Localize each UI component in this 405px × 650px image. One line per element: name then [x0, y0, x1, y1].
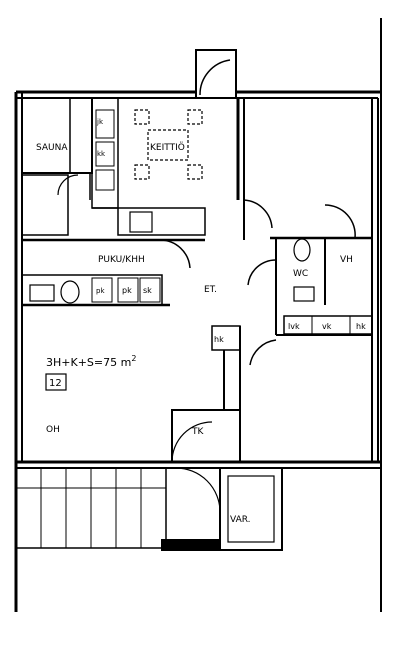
fixture-label-hk: hk	[356, 322, 366, 331]
wc-sink	[293, 286, 315, 302]
wc-toilet	[293, 238, 311, 262]
dining-table	[134, 109, 203, 180]
storage-room	[219, 467, 283, 551]
fixture-label-vk: vk	[322, 322, 332, 331]
fixture-label-sk: sk	[143, 286, 152, 295]
area-total-sup: 2	[131, 354, 136, 363]
fixture-label-pk: pk	[122, 286, 132, 295]
room-label-puku-khh: PUKU/KHH	[98, 255, 145, 265]
room-label-oh: OH	[46, 425, 60, 435]
room-label-sauna: SAUNA	[36, 143, 68, 153]
fixture-label-jk: jk	[96, 118, 104, 126]
room-label-tk: TK	[191, 427, 204, 437]
unit-number-box	[45, 373, 67, 391]
area-total-label: 3H+K+S=75 m2	[46, 354, 136, 369]
fixture-label-lvk: lvk	[288, 322, 300, 331]
room-label-et: ET.	[204, 285, 217, 295]
room-label-var: VAR.	[230, 515, 251, 525]
entrance-door-frame	[195, 49, 237, 99]
utility-toilet	[60, 280, 80, 304]
entrance-door-swing	[199, 59, 231, 96]
utility-sink	[29, 284, 55, 302]
fixture-label-hk-2: hk	[214, 335, 224, 344]
fixture-label-kk: kk	[97, 150, 106, 158]
room-label-keittio: KEITTIÖ	[150, 142, 185, 153]
area-total-text: 3H+K+S=75 m	[46, 356, 131, 369]
room-label-vh: VH	[340, 255, 353, 265]
sauna-block	[21, 97, 93, 174]
room-label-wc: WC	[293, 269, 308, 279]
unit-number: 12	[49, 378, 62, 389]
fixture-label-pk-2: pk	[96, 287, 105, 295]
